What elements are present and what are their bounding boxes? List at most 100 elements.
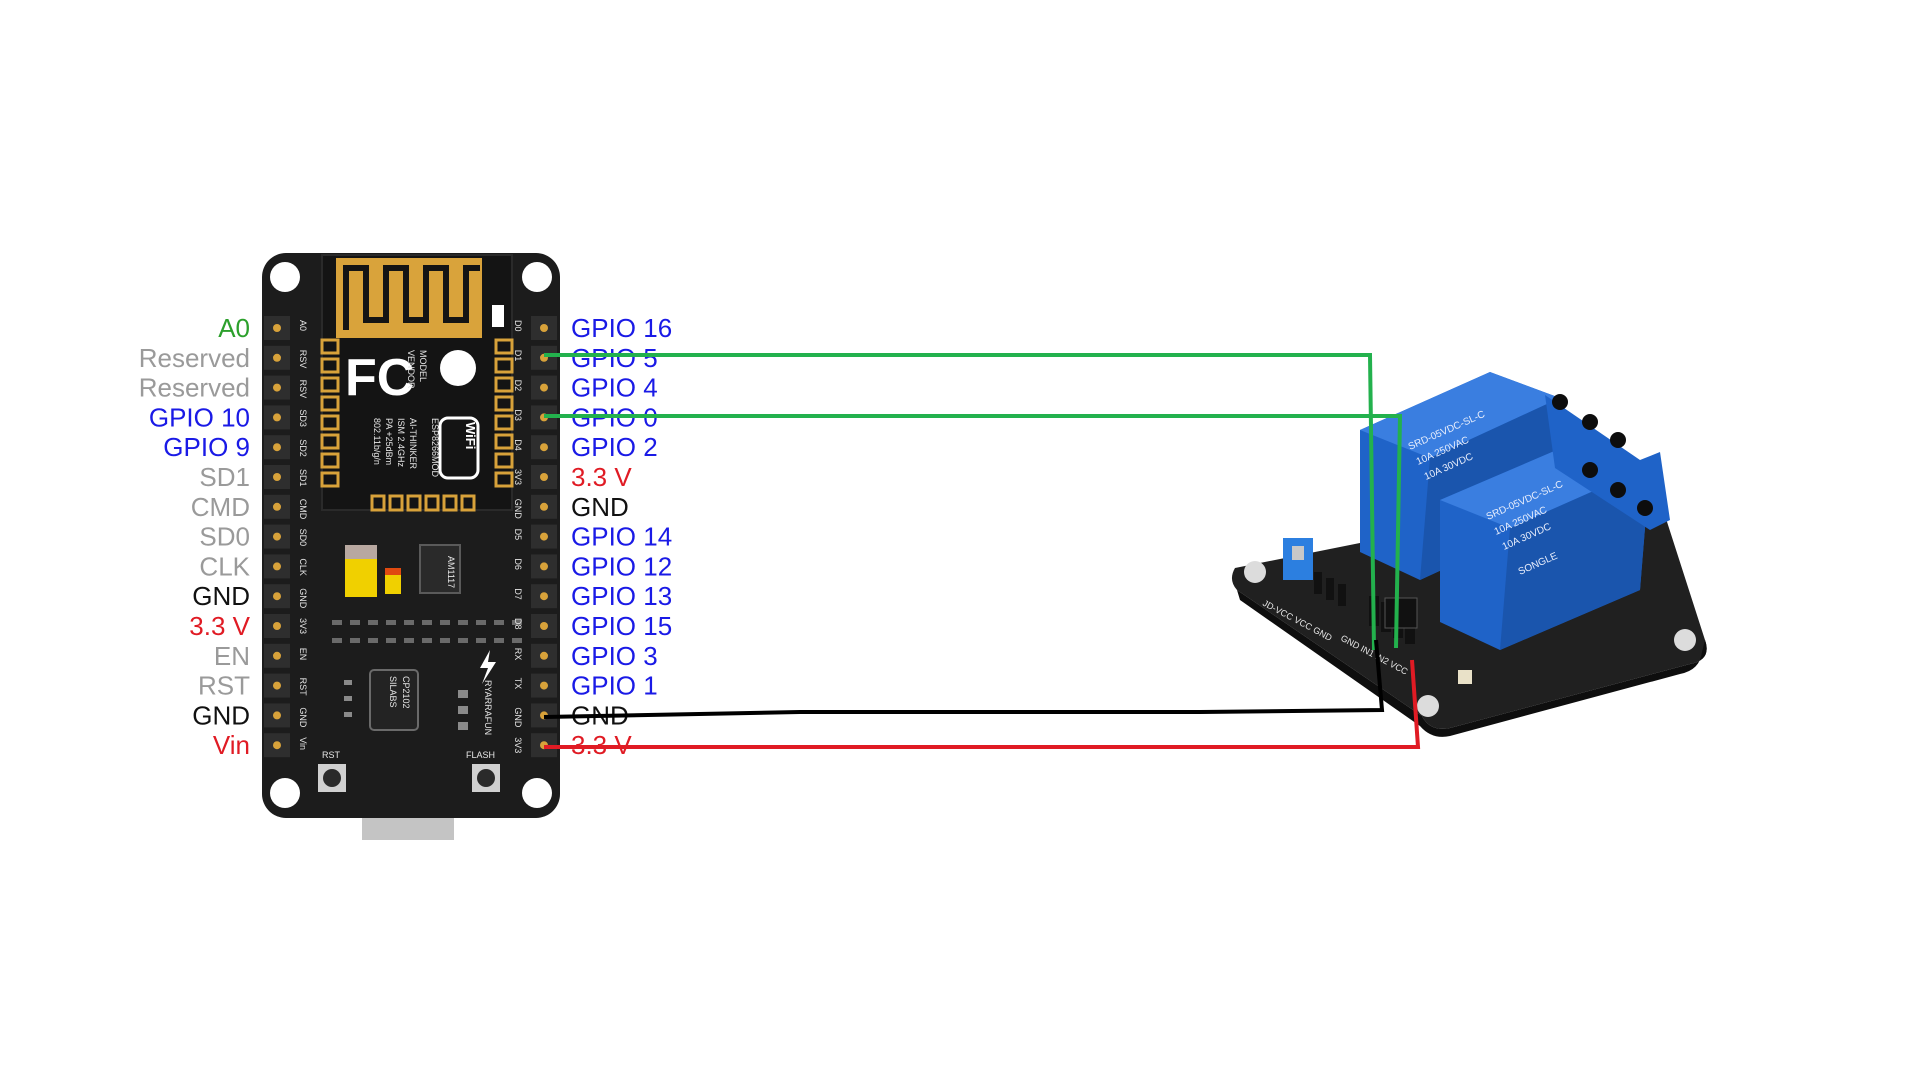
pin-label-right: GPIO 12 — [571, 551, 672, 581]
mounting-hole — [522, 262, 552, 292]
antenna-trace-icon — [343, 265, 480, 330]
usb-uart-chip — [369, 669, 419, 731]
relay-led — [1458, 670, 1472, 684]
mounting-hole — [270, 262, 300, 292]
smd-component — [458, 638, 468, 643]
relay-header-pin[interactable] — [1405, 614, 1415, 644]
terminal-screw-icon[interactable] — [1637, 500, 1653, 516]
module-pad — [406, 494, 422, 512]
silk-wifi-std: 802.11b/g/n — [372, 418, 382, 465]
smd-component — [458, 722, 468, 730]
pin-label-left: CLK — [199, 551, 250, 581]
relay-header-pin[interactable] — [1314, 572, 1322, 594]
header-pin[interactable] — [273, 383, 281, 392]
smd-component — [368, 620, 378, 625]
pin-label-right: 3.3 V — [571, 462, 632, 492]
module-pad — [494, 452, 514, 469]
header-pin[interactable] — [540, 651, 548, 660]
header-pin[interactable] — [273, 622, 281, 630]
module-pad — [494, 471, 514, 488]
header-pin[interactable] — [540, 532, 548, 541]
pin-silk-right: GND — [513, 499, 523, 520]
pin-label-right: GPIO 3 — [571, 641, 658, 671]
terminal-screw-icon[interactable] — [1582, 414, 1598, 430]
terminal-screw-icon[interactable] — [1610, 432, 1626, 448]
header-pin[interactable] — [540, 502, 548, 511]
header-pin[interactable] — [273, 413, 281, 422]
wire-gpio5-to-in1 — [544, 353, 1376, 651]
pin-silk-right: D6 — [513, 558, 523, 570]
header-pin[interactable] — [540, 622, 548, 630]
pin-silk-right: GND — [513, 707, 523, 728]
header-pin[interactable] — [273, 651, 281, 660]
pin-silk-right: 3V3 — [513, 469, 523, 485]
header-pin[interactable] — [273, 711, 281, 720]
module-pad — [460, 494, 476, 512]
relay-1-top — [1360, 372, 1560, 458]
module-pad — [320, 452, 340, 469]
smd-component — [344, 712, 352, 717]
module-pad — [442, 494, 458, 512]
pin-label-right: GND — [571, 492, 629, 522]
smd-component — [344, 696, 352, 701]
header-pin[interactable] — [273, 502, 281, 511]
module-pads — [320, 338, 514, 512]
smd-component — [458, 620, 468, 625]
pin-silk-right: D3 — [513, 409, 523, 421]
header-pin[interactable] — [273, 592, 281, 601]
module-pad — [494, 433, 514, 450]
header-pin[interactable] — [273, 353, 281, 362]
header-pin[interactable] — [540, 473, 548, 481]
header-pin[interactable] — [540, 681, 548, 690]
header-pin[interactable] — [273, 473, 281, 481]
pin-silk-right: D8 — [513, 618, 523, 630]
silk-maker: AI-THINKER — [408, 418, 418, 470]
module-pad — [320, 338, 340, 355]
header-pin[interactable] — [273, 443, 281, 452]
wire-3v3-to-vcc — [544, 659, 1421, 749]
silk-rst-button: RST — [322, 750, 341, 760]
header-pin[interactable] — [540, 443, 548, 452]
pin-label-right: GPIO 5 — [571, 343, 658, 373]
pin-silk-right: D2 — [513, 380, 523, 392]
terminal-screw-icon[interactable] — [1552, 394, 1568, 410]
module-pad — [320, 395, 340, 412]
module-pad — [424, 494, 440, 512]
terminal-screw-icon[interactable] — [1610, 482, 1626, 498]
header-pin[interactable] — [273, 741, 281, 750]
pin-silk-right: D7 — [513, 588, 523, 600]
silk-ism: ISM 2.4GHz — [396, 418, 406, 468]
silk-usb-chip-1: SILABS — [388, 676, 398, 708]
voltage-regulator — [419, 544, 461, 594]
header-pin[interactable] — [540, 592, 548, 601]
smd-component — [458, 690, 468, 698]
optocoupler — [1384, 597, 1418, 629]
smd-component — [350, 620, 360, 625]
header-pin[interactable] — [540, 562, 548, 571]
pin-silk-left: SD1 — [298, 469, 308, 487]
silk-brand: RYARRAFUN — [483, 680, 493, 735]
header-pin[interactable] — [540, 324, 548, 332]
module-pad — [320, 414, 340, 431]
relay-header-pin[interactable] — [1338, 584, 1346, 606]
maker-logo-icon — [440, 350, 476, 386]
relay-header-pin[interactable] — [1326, 578, 1334, 600]
left-header: A0RSVRSVSD3SD2SD1CMDSD0CLKGND3V3ENRSTGND… — [264, 316, 308, 758]
header-pin[interactable] — [540, 383, 548, 392]
relay-mounting-hole — [1417, 695, 1439, 717]
header-pin[interactable] — [273, 532, 281, 541]
pin-label-right: GPIO 4 — [571, 373, 658, 403]
pin-label-right: GPIO 14 — [571, 522, 672, 552]
header-pin[interactable] — [273, 562, 281, 571]
smd-component — [404, 638, 414, 643]
terminal-screw-icon[interactable] — [1582, 462, 1598, 478]
pin-label-left: SD1 — [199, 462, 250, 492]
header-pin[interactable] — [273, 324, 281, 332]
module-pad — [494, 414, 514, 431]
pin-label-left: Vin — [213, 730, 250, 760]
pin-label-left: Reserved — [139, 343, 250, 373]
smd-component — [440, 638, 450, 643]
header-pin[interactable] — [273, 681, 281, 690]
